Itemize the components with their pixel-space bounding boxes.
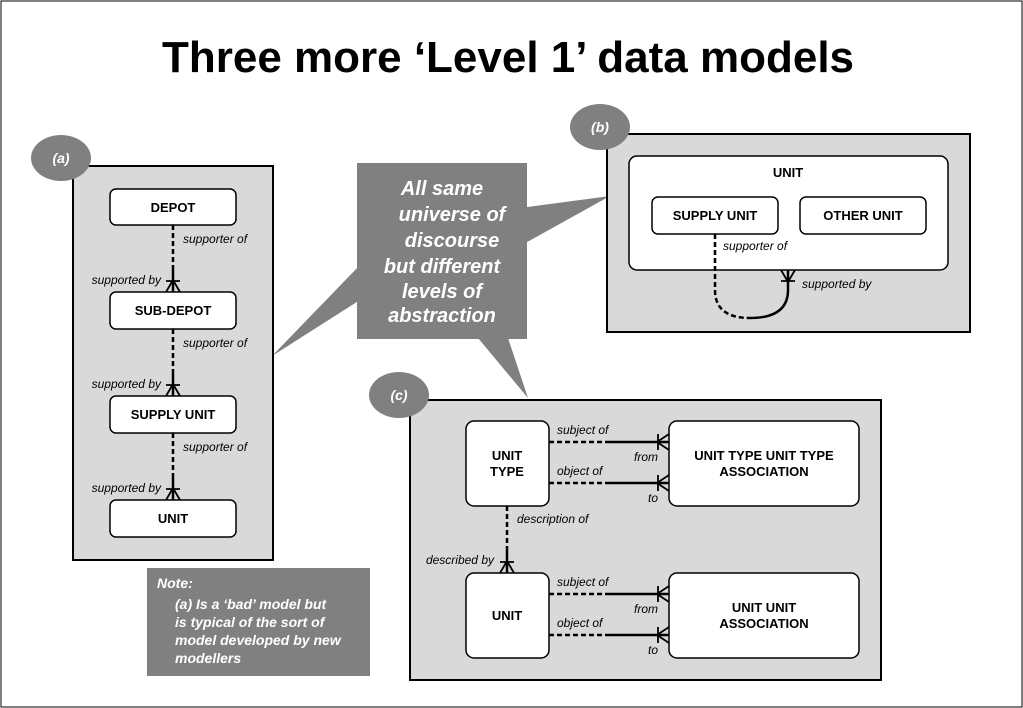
- rel-label-supporter-of: supporter of: [183, 232, 249, 246]
- callout-pointers: [272, 196, 610, 398]
- entity-supply-unit: [109, 395, 237, 434]
- crows-foot-icon: [165, 278, 181, 293]
- rel-label-to: to: [648, 491, 658, 505]
- crows-foot-icon: [165, 382, 181, 397]
- crows-foot-icon: [780, 269, 796, 284]
- entity-unit-type-label-2: TYPE: [490, 464, 524, 479]
- crows-foot-icon: [655, 626, 670, 644]
- crows-foot-icon: [655, 474, 670, 492]
- rel-label-supporter-of: supporter of: [723, 239, 789, 253]
- callout-line: universe of: [399, 204, 508, 226]
- entity-other-unit-label: OTHER UNIT: [823, 208, 903, 223]
- panel-c-tag-badge: [369, 372, 429, 418]
- entity-supply-unit-b-label: SUPPLY UNIT: [673, 208, 758, 223]
- entity-sub-depot: [109, 291, 237, 330]
- page-title: Three more ‘Level 1’ data models: [162, 33, 854, 82]
- entity-uua-label-2: ASSOCIATION: [719, 616, 808, 631]
- rel-label-from: from: [634, 450, 658, 464]
- panel-a-tag: (a): [52, 150, 69, 166]
- panel-b: (b) UNIT SUPPLY UNIT OTHER UNIT supporte…: [570, 104, 971, 333]
- panel-b-tag: (b): [591, 119, 609, 135]
- entity-unit-label: UNIT: [158, 511, 188, 526]
- rel-label-subject-of: subject of: [557, 575, 610, 589]
- callout-line: All same: [400, 178, 483, 200]
- entity-unit-c: [465, 572, 550, 659]
- callout-line: levels of: [402, 281, 484, 303]
- note-line: (a) Is a ‘bad’ model but: [175, 596, 328, 612]
- rel-label-supported-by: supported by: [92, 273, 162, 287]
- entity-utut-label-1: UNIT TYPE UNIT TYPE: [694, 448, 834, 463]
- note: Note: (a) Is a ‘bad’ model but is typica…: [147, 568, 370, 676]
- rel-label-to: to: [648, 643, 658, 657]
- callout-line: discourse: [405, 230, 499, 252]
- panel-a: (a) DEPOT SUB-DEPOT SUPPLY UNIT UNIT sup…: [31, 135, 274, 561]
- entity-supply-unit-label: SUPPLY UNIT: [131, 407, 216, 422]
- rel-label-supported-by: supported by: [802, 277, 872, 291]
- rel-label-object-of: object of: [557, 616, 604, 630]
- callout: All same universe of discourse but diffe…: [357, 163, 527, 339]
- note-box: [147, 568, 370, 676]
- callout-line: abstraction: [388, 305, 496, 327]
- panel-a-tag-badge: [31, 135, 91, 181]
- rel-label-subject-of: subject of: [557, 423, 610, 437]
- crows-foot-icon: [165, 486, 181, 501]
- rel-label-from: from: [634, 602, 658, 616]
- entity-unit-type-label-1: UNIT: [492, 448, 522, 463]
- entity-unit-type: [465, 420, 550, 507]
- entity-sub-depot-label: SUB-DEPOT: [135, 303, 212, 318]
- note-line: modellers: [175, 650, 241, 666]
- entity-depot-label: DEPOT: [151, 200, 196, 215]
- entity-unit-unit-association: [668, 572, 860, 659]
- panel-c-tag: (c): [390, 387, 407, 403]
- rel-label-description-of: description of: [517, 512, 590, 526]
- note-line: is typical of the sort of: [175, 614, 326, 630]
- note-line: model developed by new: [175, 632, 342, 648]
- rel-label-described-by: described by: [426, 553, 495, 567]
- callout-box: [357, 163, 527, 339]
- entity-unit-type-unit-type-association: [668, 420, 860, 507]
- callout-line: but different: [384, 256, 502, 278]
- entity-uua-label-1: UNIT UNIT: [732, 600, 796, 615]
- crows-foot-icon: [655, 585, 670, 603]
- rel-label-supported-by: supported by: [92, 481, 162, 495]
- note-heading: Note:: [157, 575, 193, 591]
- rel-label-supported-by: supported by: [92, 377, 162, 391]
- entity-other-unit: [799, 196, 927, 235]
- crows-foot-icon: [499, 559, 515, 574]
- entity-unit-c-label: UNIT: [492, 608, 522, 623]
- panel-c: (c) UNIT TYPE UNIT UNIT TYPE UNIT TYPE A…: [369, 372, 882, 681]
- entity-unit: [109, 499, 237, 538]
- crows-foot-icon: [655, 433, 670, 451]
- entity-utut-label-2: ASSOCIATION: [719, 464, 808, 479]
- entity-depot: [109, 188, 237, 226]
- entity-unit-outer-label: UNIT: [773, 165, 803, 180]
- panel-b-tag-badge: [570, 104, 630, 150]
- rel-label-supporter-of: supporter of: [183, 440, 249, 454]
- rel-label-supporter-of: supporter of: [183, 336, 249, 350]
- rel-label-object-of: object of: [557, 464, 604, 478]
